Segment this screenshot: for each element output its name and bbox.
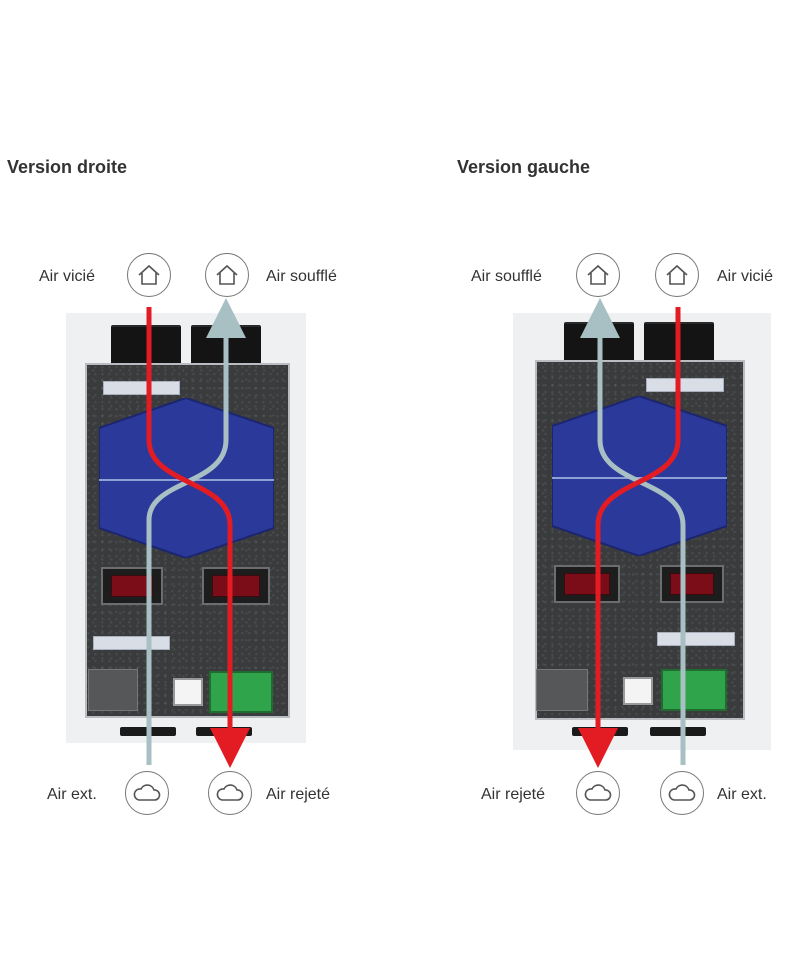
airflow-diagram	[146, 298, 250, 768]
cloud-icon	[208, 771, 252, 815]
house-icon	[205, 253, 249, 297]
cloud-icon	[576, 771, 620, 815]
fan	[202, 567, 270, 605]
fan	[101, 567, 163, 605]
extract-air-flow	[146, 307, 250, 768]
label-bottom-left: Air ext.	[47, 786, 97, 803]
connector-box	[173, 678, 203, 706]
extract-air-flow	[578, 307, 681, 768]
label-bottom-right: Air ext.	[717, 786, 767, 803]
filter-box	[88, 669, 138, 711]
panel-title: Version gauche	[457, 157, 591, 177]
label-bottom-right: Air rejeté	[266, 786, 331, 803]
label-top-right: Air soufflé	[266, 268, 337, 285]
unit-plate	[103, 381, 180, 395]
label-top-left: Air soufflé	[471, 268, 542, 285]
label-bottom-left: Air rejeté	[481, 786, 546, 803]
cloud-icon	[660, 771, 704, 815]
bottom-duct	[650, 727, 706, 736]
label-top-left: Air vicié	[39, 268, 96, 285]
unit-plate	[657, 632, 735, 646]
control-board	[209, 671, 273, 713]
cloud-icon	[125, 771, 169, 815]
house-icon	[576, 253, 620, 297]
filter-box	[536, 669, 588, 711]
unit-plate	[646, 378, 724, 392]
panel-version-gauche: Version gauche Air soufflé Air vicié	[452, 0, 800, 960]
connector-box	[623, 677, 653, 705]
house-icon	[655, 253, 699, 297]
supply-air-flow	[146, 298, 246, 765]
control-board	[661, 669, 727, 711]
top-duct	[111, 325, 181, 365]
supply-air-flow	[580, 298, 686, 765]
panel-title: Version droite	[7, 157, 128, 177]
house-icon	[127, 253, 171, 297]
airflow-diagram	[578, 298, 686, 768]
panel-version-droite: Version droite Air vicié Air soufflé	[0, 0, 380, 960]
label-top-right: Air vicié	[717, 268, 774, 285]
